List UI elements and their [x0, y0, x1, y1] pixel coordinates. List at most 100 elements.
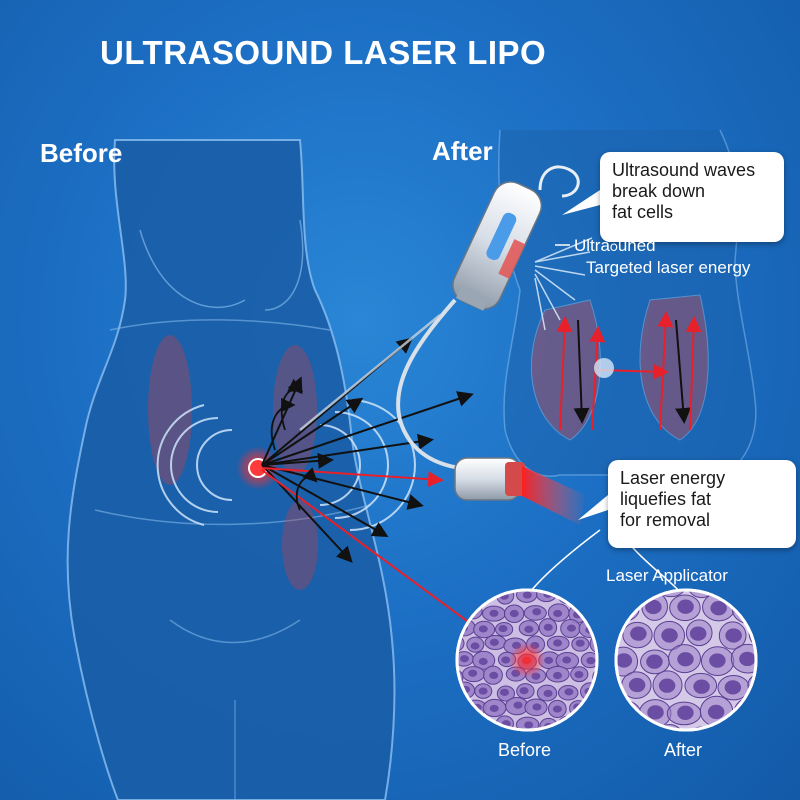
cell-nucleus [727, 732, 744, 746]
fat-cell [431, 623, 451, 637]
fat-cell [733, 751, 763, 779]
device-cable [396, 298, 461, 470]
cell-nucleus [605, 655, 614, 662]
fat-cell [780, 621, 800, 651]
before-heading: Before [40, 138, 123, 168]
fat-cell [779, 674, 800, 698]
fat-cell [561, 722, 591, 751]
cell-nucleus [774, 548, 791, 562]
cell-nucleus [489, 609, 499, 617]
fat-cell [655, 723, 685, 730]
fat-cell [795, 597, 800, 620]
cell-nucleus [482, 721, 492, 729]
cell-nucleus [532, 608, 542, 616]
cell-nucleus [648, 759, 665, 773]
cell-nucleus [478, 657, 488, 666]
cell-nucleus [489, 671, 499, 680]
cell-nucleus [439, 660, 448, 667]
cell-nucleus [755, 728, 756, 730]
fat-cell [457, 718, 477, 730]
cell-nucleus [585, 718, 595, 726]
cell-nucleus [584, 600, 601, 614]
cell-nucleus [522, 591, 532, 599]
ultrasound-callout-line-3: fat cells [612, 202, 674, 222]
cell-nucleus [478, 591, 488, 599]
cell-nucleus [677, 550, 694, 564]
cell-nucleus [788, 574, 800, 588]
fat-cell [703, 754, 735, 777]
ultrasound-handpiece-icon [452, 165, 593, 331]
cell-nucleus [595, 606, 597, 614]
cell-nucleus [598, 626, 615, 640]
cell-nucleus [543, 623, 553, 631]
fat-cell [616, 700, 642, 728]
cell-nucleus [605, 721, 614, 728]
cell-nucleus [584, 592, 594, 600]
cell-nucleus [755, 627, 756, 642]
cell-nucleus [553, 639, 563, 647]
cell-nucleus [647, 549, 664, 563]
fat-cell [731, 594, 756, 625]
applicator-label: Laser Applicator [606, 566, 728, 585]
fat-cell [767, 596, 797, 620]
cell-nucleus [459, 655, 469, 663]
fat-cell [435, 713, 453, 731]
cell-nucleus [598, 678, 615, 692]
fat-cell [557, 590, 582, 605]
cell-nucleus [489, 638, 499, 646]
cell-nucleus [598, 732, 615, 746]
cell-nucleus [598, 675, 607, 682]
ultrasound-callout-line-2: break down [612, 181, 706, 201]
cell-nucleus [489, 704, 499, 713]
cell-nucleus [710, 601, 727, 616]
cell-nucleus [562, 656, 572, 664]
callout-pointers [529, 190, 681, 593]
cell-nucleus [519, 687, 529, 695]
cell-nucleus [740, 705, 756, 721]
fat-cell [573, 541, 607, 569]
cell-nucleus [568, 574, 585, 588]
cell-nucleus [711, 757, 728, 771]
cell-nucleus [661, 628, 678, 643]
cell-nucleus [693, 679, 710, 694]
fat-cell [781, 567, 800, 594]
cell-nucleus [605, 688, 614, 695]
cell-nucleus [575, 639, 585, 647]
fat-cell [557, 715, 581, 730]
cell-nucleus [707, 704, 725, 720]
cell-nucleus [608, 626, 617, 633]
cell-nucleus [709, 653, 726, 668]
fat-cell [548, 545, 575, 571]
cell-nucleus [568, 729, 585, 743]
cell-nucleus [646, 654, 663, 669]
fat-cell [607, 754, 635, 777]
page-title: ULTRASOUND LASER LIPO [100, 34, 547, 71]
cells-before-label: Before [498, 740, 552, 760]
cell-nucleus [448, 675, 457, 682]
cell-nucleus [608, 592, 617, 599]
cell-nucleus [616, 601, 630, 616]
cell-nucleus [785, 730, 800, 744]
cell-nucleus [553, 551, 570, 565]
ultrasound-annotation: Ultraჿuned [574, 236, 656, 255]
laser-callout-line-2: liquefies fat [620, 489, 712, 509]
fat-cell [560, 569, 590, 594]
laser-callout-line-1: Laser energy [620, 468, 726, 488]
cell-nucleus [501, 656, 511, 664]
fat-cell [748, 619, 756, 648]
cell-nucleus [755, 574, 772, 588]
fat-cell [592, 667, 597, 687]
fat-cell [603, 586, 621, 603]
cell-nucleus [774, 708, 791, 722]
cell-nucleus [771, 654, 788, 668]
cell-nucleus [628, 677, 646, 693]
cell-nucleus [440, 720, 449, 727]
fat-cell [590, 603, 597, 618]
fat-cell [436, 590, 453, 605]
cell-nucleus [677, 705, 694, 720]
cell-nucleus [613, 760, 630, 774]
fat-cell [733, 697, 756, 727]
cells-after-label: After [664, 740, 703, 760]
cell-nucleus [446, 703, 455, 710]
